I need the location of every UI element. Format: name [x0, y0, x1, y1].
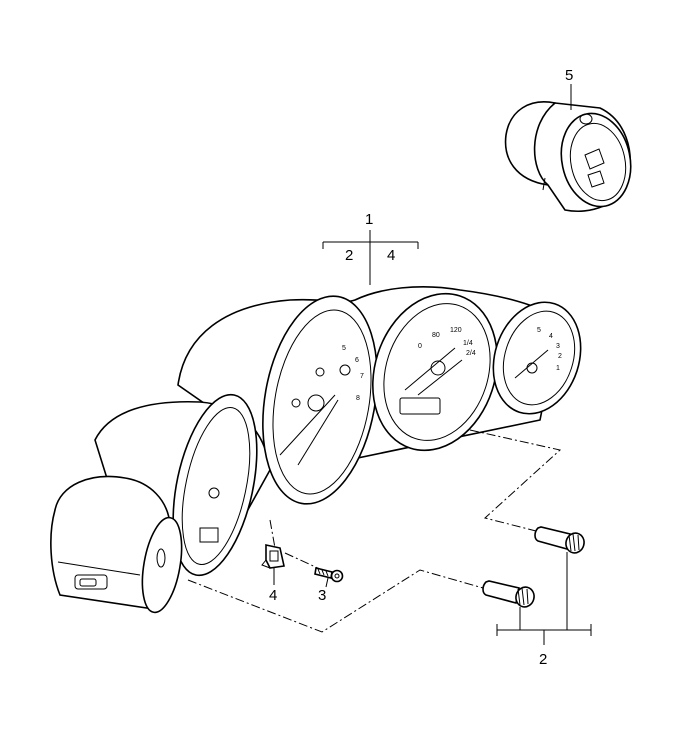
connector-line-fastener: [269, 519, 276, 549]
speedo-tick-1-4: 1/4: [463, 340, 473, 347]
callout-1-sub-2: 2: [345, 247, 353, 264]
speedo-tick-0: 0: [418, 343, 422, 350]
leader-3: [325, 577, 329, 588]
speedo-tick-120: 120: [450, 327, 462, 334]
speedo-tick-80: 80: [432, 332, 440, 339]
fuel-tick-1: 1: [556, 365, 560, 372]
connector-line-clip-screw: [284, 552, 323, 571]
screw-illustration: [314, 567, 344, 583]
clip-illustration: [261, 544, 285, 569]
tacho-tick-8: 8: [356, 395, 360, 402]
tacho-tick-6: 6: [355, 357, 359, 364]
callout-4: 4: [269, 587, 277, 604]
bracket-1: [322, 230, 419, 285]
callout-5: 5: [565, 67, 573, 84]
callout-1: 1: [365, 211, 373, 228]
connector-line-upper: [469, 429, 562, 533]
instrument-cluster-illustration: 5 6 7 8 0 80 120 1/4 2/4 5 4 3 2 1: [50, 286, 582, 614]
callout-2: 2: [539, 651, 547, 668]
fuel-tick-4: 4: [549, 333, 553, 340]
callout-1-sub-4: 4: [387, 247, 395, 264]
callout-3: 3: [318, 587, 326, 604]
bracket-2: [496, 552, 592, 645]
clock-gauge-illustration: [504, 101, 632, 212]
tacho-tick-7: 7: [360, 373, 364, 380]
fuel-tick-5: 5: [537, 327, 541, 334]
connector-line-lower: [187, 569, 491, 633]
bulb-illustration: [482, 526, 585, 608]
speedo-tick-2-4: 2/4: [466, 350, 476, 357]
fuel-tick-2: 2: [558, 353, 562, 360]
fuel-tick-3: 3: [556, 343, 560, 350]
tacho-tick-5: 5: [342, 345, 346, 352]
